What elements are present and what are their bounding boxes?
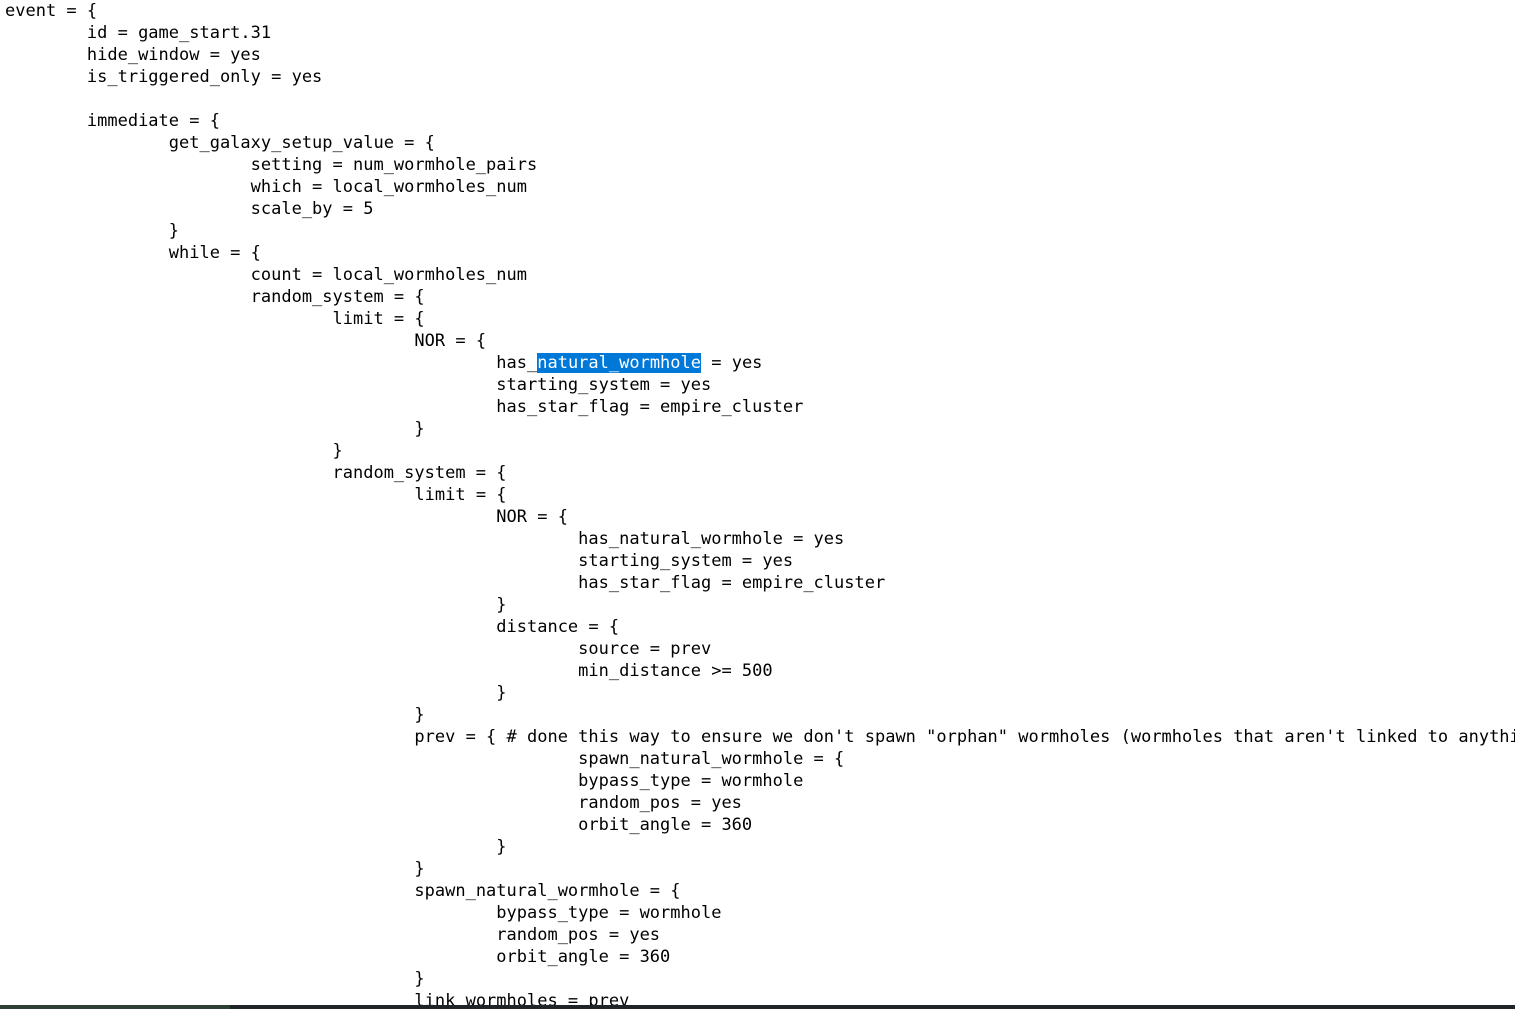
code-line[interactable]	[5, 88, 1515, 110]
code-line[interactable]: }	[5, 837, 507, 857]
code-line[interactable]: prev = { # done this way to ensure we do…	[5, 727, 1515, 747]
code-line[interactable]: }	[5, 221, 180, 241]
code-line[interactable]: id = game_start.31	[5, 23, 272, 43]
code-line[interactable]: has_natural_wormhole = yes	[5, 529, 845, 549]
code-line[interactable]: count = local_wormholes_num	[5, 265, 527, 285]
code-line[interactable]: }	[5, 441, 343, 461]
code-line[interactable]: random_system = {	[5, 287, 425, 307]
code-line[interactable]: hide_window = yes	[5, 45, 261, 65]
code-line[interactable]: has_natural_wormhole = yes	[5, 352, 1515, 374]
code-line[interactable]: orbit_angle = 360	[5, 815, 753, 835]
code-line[interactable]: event = {	[5, 1, 98, 21]
code-line[interactable]: spawn_natural_wormhole = {	[5, 881, 681, 901]
window-bottom-border	[0, 1005, 1515, 1009]
code-line[interactable]: bypass_type = wormhole	[5, 771, 804, 791]
code-line[interactable]: starting_system = yes	[5, 551, 794, 571]
code-line[interactable]: immediate = {	[5, 111, 220, 131]
code-line[interactable]: limit = {	[5, 485, 507, 505]
code-line[interactable]: }	[5, 683, 507, 703]
code-line[interactable]: }	[5, 705, 425, 725]
code-line[interactable]: limit = {	[5, 309, 425, 329]
code-line[interactable]: scale_by = 5	[5, 199, 374, 219]
code-line[interactable]: link_wormholes = prev	[5, 991, 630, 1005]
taskbar-accent-strip	[0, 1005, 230, 1009]
code-line[interactable]: random_pos = yes	[5, 925, 661, 945]
code-line[interactable]: orbit_angle = 360	[5, 947, 671, 967]
code-line[interactable]: which = local_wormholes_num	[5, 177, 527, 197]
code-line[interactable]: }	[5, 969, 425, 989]
code-line[interactable]: has_star_flag = empire_cluster	[5, 397, 804, 417]
code-line[interactable]: random_pos = yes	[5, 793, 742, 813]
code-text-before-selection: has_	[5, 353, 538, 373]
code-line[interactable]: spawn_natural_wormhole = {	[5, 749, 845, 769]
code-line[interactable]: setting = num_wormhole_pairs	[5, 155, 538, 175]
selected-text[interactable]: natural_wormhole	[537, 353, 701, 373]
code-line[interactable]: get_galaxy_setup_value = {	[5, 133, 435, 153]
code-line[interactable]: starting_system = yes	[5, 375, 712, 395]
code-line[interactable]: min_distance >= 500	[5, 661, 773, 681]
code-line[interactable]: has_star_flag = empire_cluster	[5, 573, 886, 593]
code-line[interactable]: source = prev	[5, 639, 712, 659]
code-line[interactable]: distance = {	[5, 617, 620, 637]
code-line[interactable]: is_triggered_only = yes	[5, 67, 323, 87]
code-line[interactable]: }	[5, 419, 425, 439]
code-line[interactable]: bypass_type = wormhole	[5, 903, 722, 923]
code-line[interactable]: random_system = {	[5, 463, 507, 483]
code-line[interactable]: }	[5, 595, 507, 615]
code-text-after-selection: = yes	[701, 353, 763, 373]
code-content[interactable]: event = { id = game_start.31 hide_window…	[5, 0, 1515, 1005]
code-line[interactable]: NOR = {	[5, 331, 487, 351]
code-line[interactable]: }	[5, 859, 425, 879]
code-line[interactable]: while = {	[5, 243, 261, 263]
code-line[interactable]: NOR = {	[5, 507, 568, 527]
